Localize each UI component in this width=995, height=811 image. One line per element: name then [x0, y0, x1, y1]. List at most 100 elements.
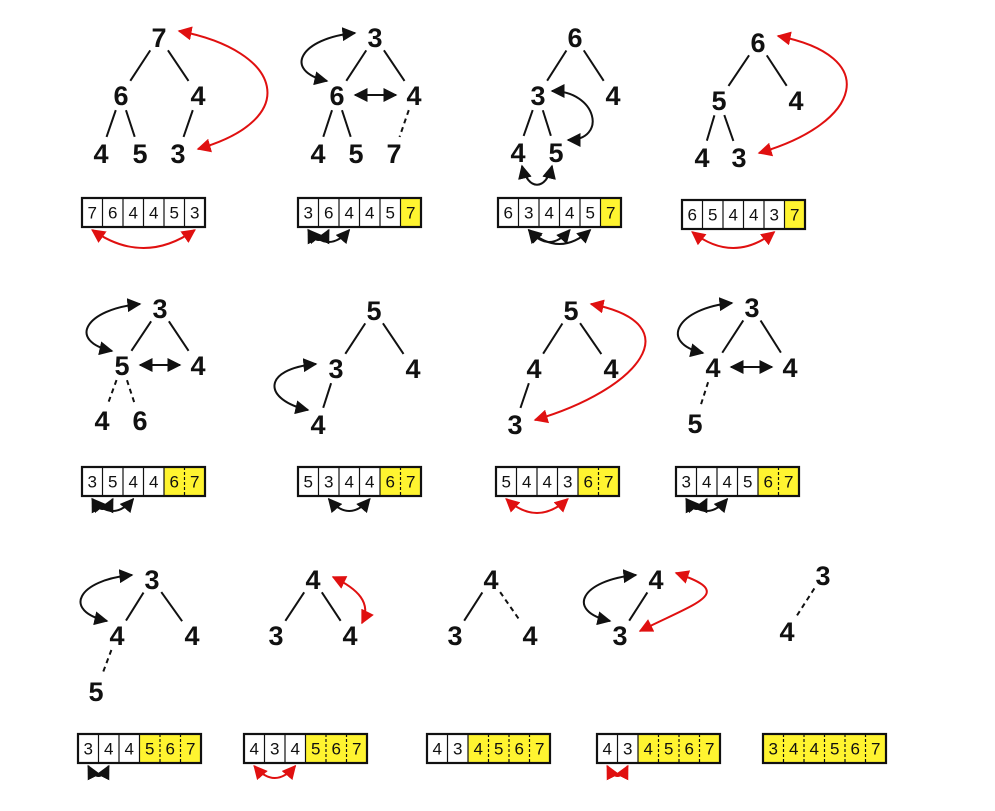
array-cell-value: 4	[749, 206, 758, 225]
array-cell-value: 3	[84, 740, 93, 759]
array-cell	[123, 198, 144, 227]
array-cell-value: 4	[291, 740, 300, 759]
array-cell-sorted	[679, 734, 700, 763]
array-cell	[143, 198, 164, 227]
tree-edge	[628, 591, 649, 622]
array-cell-value: 4	[702, 473, 711, 492]
array-cell-sorted	[180, 734, 201, 763]
tree-node: 4	[483, 565, 498, 595]
array-cell-sorted	[598, 467, 619, 496]
tree-edge	[727, 54, 750, 87]
array-cell	[318, 467, 339, 496]
array-border	[425, 732, 552, 765]
compare-arrow	[85, 298, 142, 356]
array-cell-value: 3	[270, 740, 279, 759]
array-cell-value: 6	[764, 473, 773, 492]
compare-arrow	[550, 84, 594, 147]
array-cell-value: 3	[453, 740, 462, 759]
tree-node: 3	[152, 294, 167, 324]
compare-arrow	[677, 297, 734, 358]
array-cell-value: 4	[522, 473, 531, 492]
array-border	[496, 196, 623, 229]
array-cell-sorted	[326, 734, 347, 763]
array-cell-value: 4	[345, 204, 354, 223]
tree-edge	[125, 592, 145, 622]
tree-edge	[546, 49, 568, 82]
tree-node: 5	[563, 296, 578, 326]
tree-node: 6	[750, 28, 765, 58]
array-border	[296, 465, 423, 498]
tree-node: 5	[88, 677, 103, 707]
tree-node: 4	[603, 354, 618, 384]
array-cell-value: 6	[685, 740, 694, 759]
tree-node: 5	[687, 409, 702, 439]
array-cell	[682, 200, 703, 229]
array-cell	[696, 467, 717, 496]
array-cell-value: 4	[603, 740, 612, 759]
tree-node: 4	[779, 617, 794, 647]
array-cell	[537, 467, 558, 496]
array-compare-arrow	[527, 229, 592, 245]
array-cell-value: 4	[789, 740, 798, 759]
array-cell-value: 6	[851, 740, 860, 759]
array-cell	[518, 198, 539, 227]
tree-node: 4	[405, 354, 420, 384]
array-cell-value: 7	[604, 473, 613, 492]
array-cell-value: 3	[770, 206, 779, 225]
tree-edge	[579, 322, 603, 355]
array-cell-sorted	[509, 734, 530, 763]
array-cell-sorted	[658, 734, 679, 763]
array-cell	[318, 198, 339, 227]
tree-node: 4	[705, 353, 720, 383]
array-cell-value: 7	[186, 740, 195, 759]
array-cell-value: 4	[723, 473, 732, 492]
swap-arrow	[638, 570, 708, 632]
tree-edge	[168, 320, 190, 352]
array-cell	[244, 734, 265, 763]
array-cell-value: 5	[502, 473, 511, 492]
tree-node: 5	[548, 138, 563, 168]
array-cell	[557, 467, 578, 496]
array-cell-value: 3	[623, 740, 632, 759]
array-cell-value: 4	[149, 204, 158, 223]
array-cell	[516, 467, 537, 496]
array-cell-value: 4	[125, 740, 134, 759]
tree-node: 6	[132, 406, 147, 436]
compare-arrow	[79, 569, 134, 626]
tree-edge	[129, 49, 152, 82]
array-border	[76, 732, 203, 765]
array-cell-value: 7	[705, 740, 714, 759]
array-cell-sorted	[845, 734, 866, 763]
tree-edge	[125, 109, 136, 138]
array-cell	[723, 200, 744, 229]
tree-node: 3	[170, 139, 185, 169]
array-cell	[737, 467, 758, 496]
tree-node: 6	[113, 81, 128, 111]
tree-node: 6	[567, 23, 582, 53]
array-cell-sorted	[529, 734, 550, 763]
array-cell-sorted	[784, 200, 805, 229]
tree-node: 7	[151, 23, 166, 53]
tree-node: 3	[815, 561, 830, 591]
tree-node: 4	[406, 81, 421, 111]
array-compare-arrow	[87, 764, 110, 781]
tree-edge-removed	[499, 591, 522, 622]
array-cell-sorted	[184, 467, 205, 496]
array-cell-value: 7	[352, 740, 361, 759]
array-cell	[496, 467, 517, 496]
array-cell-value: 4	[104, 740, 113, 759]
array-cell-value: 3	[304, 204, 313, 223]
array-cell-value: 7	[535, 740, 544, 759]
tree-edge	[284, 591, 306, 622]
tree-edge	[759, 319, 782, 354]
tree-node: 3	[744, 293, 759, 323]
array-compare-arrow	[307, 228, 351, 245]
array-cell-value: 6	[584, 473, 593, 492]
tree-edge-removed	[101, 649, 113, 676]
array-cell	[78, 734, 99, 763]
